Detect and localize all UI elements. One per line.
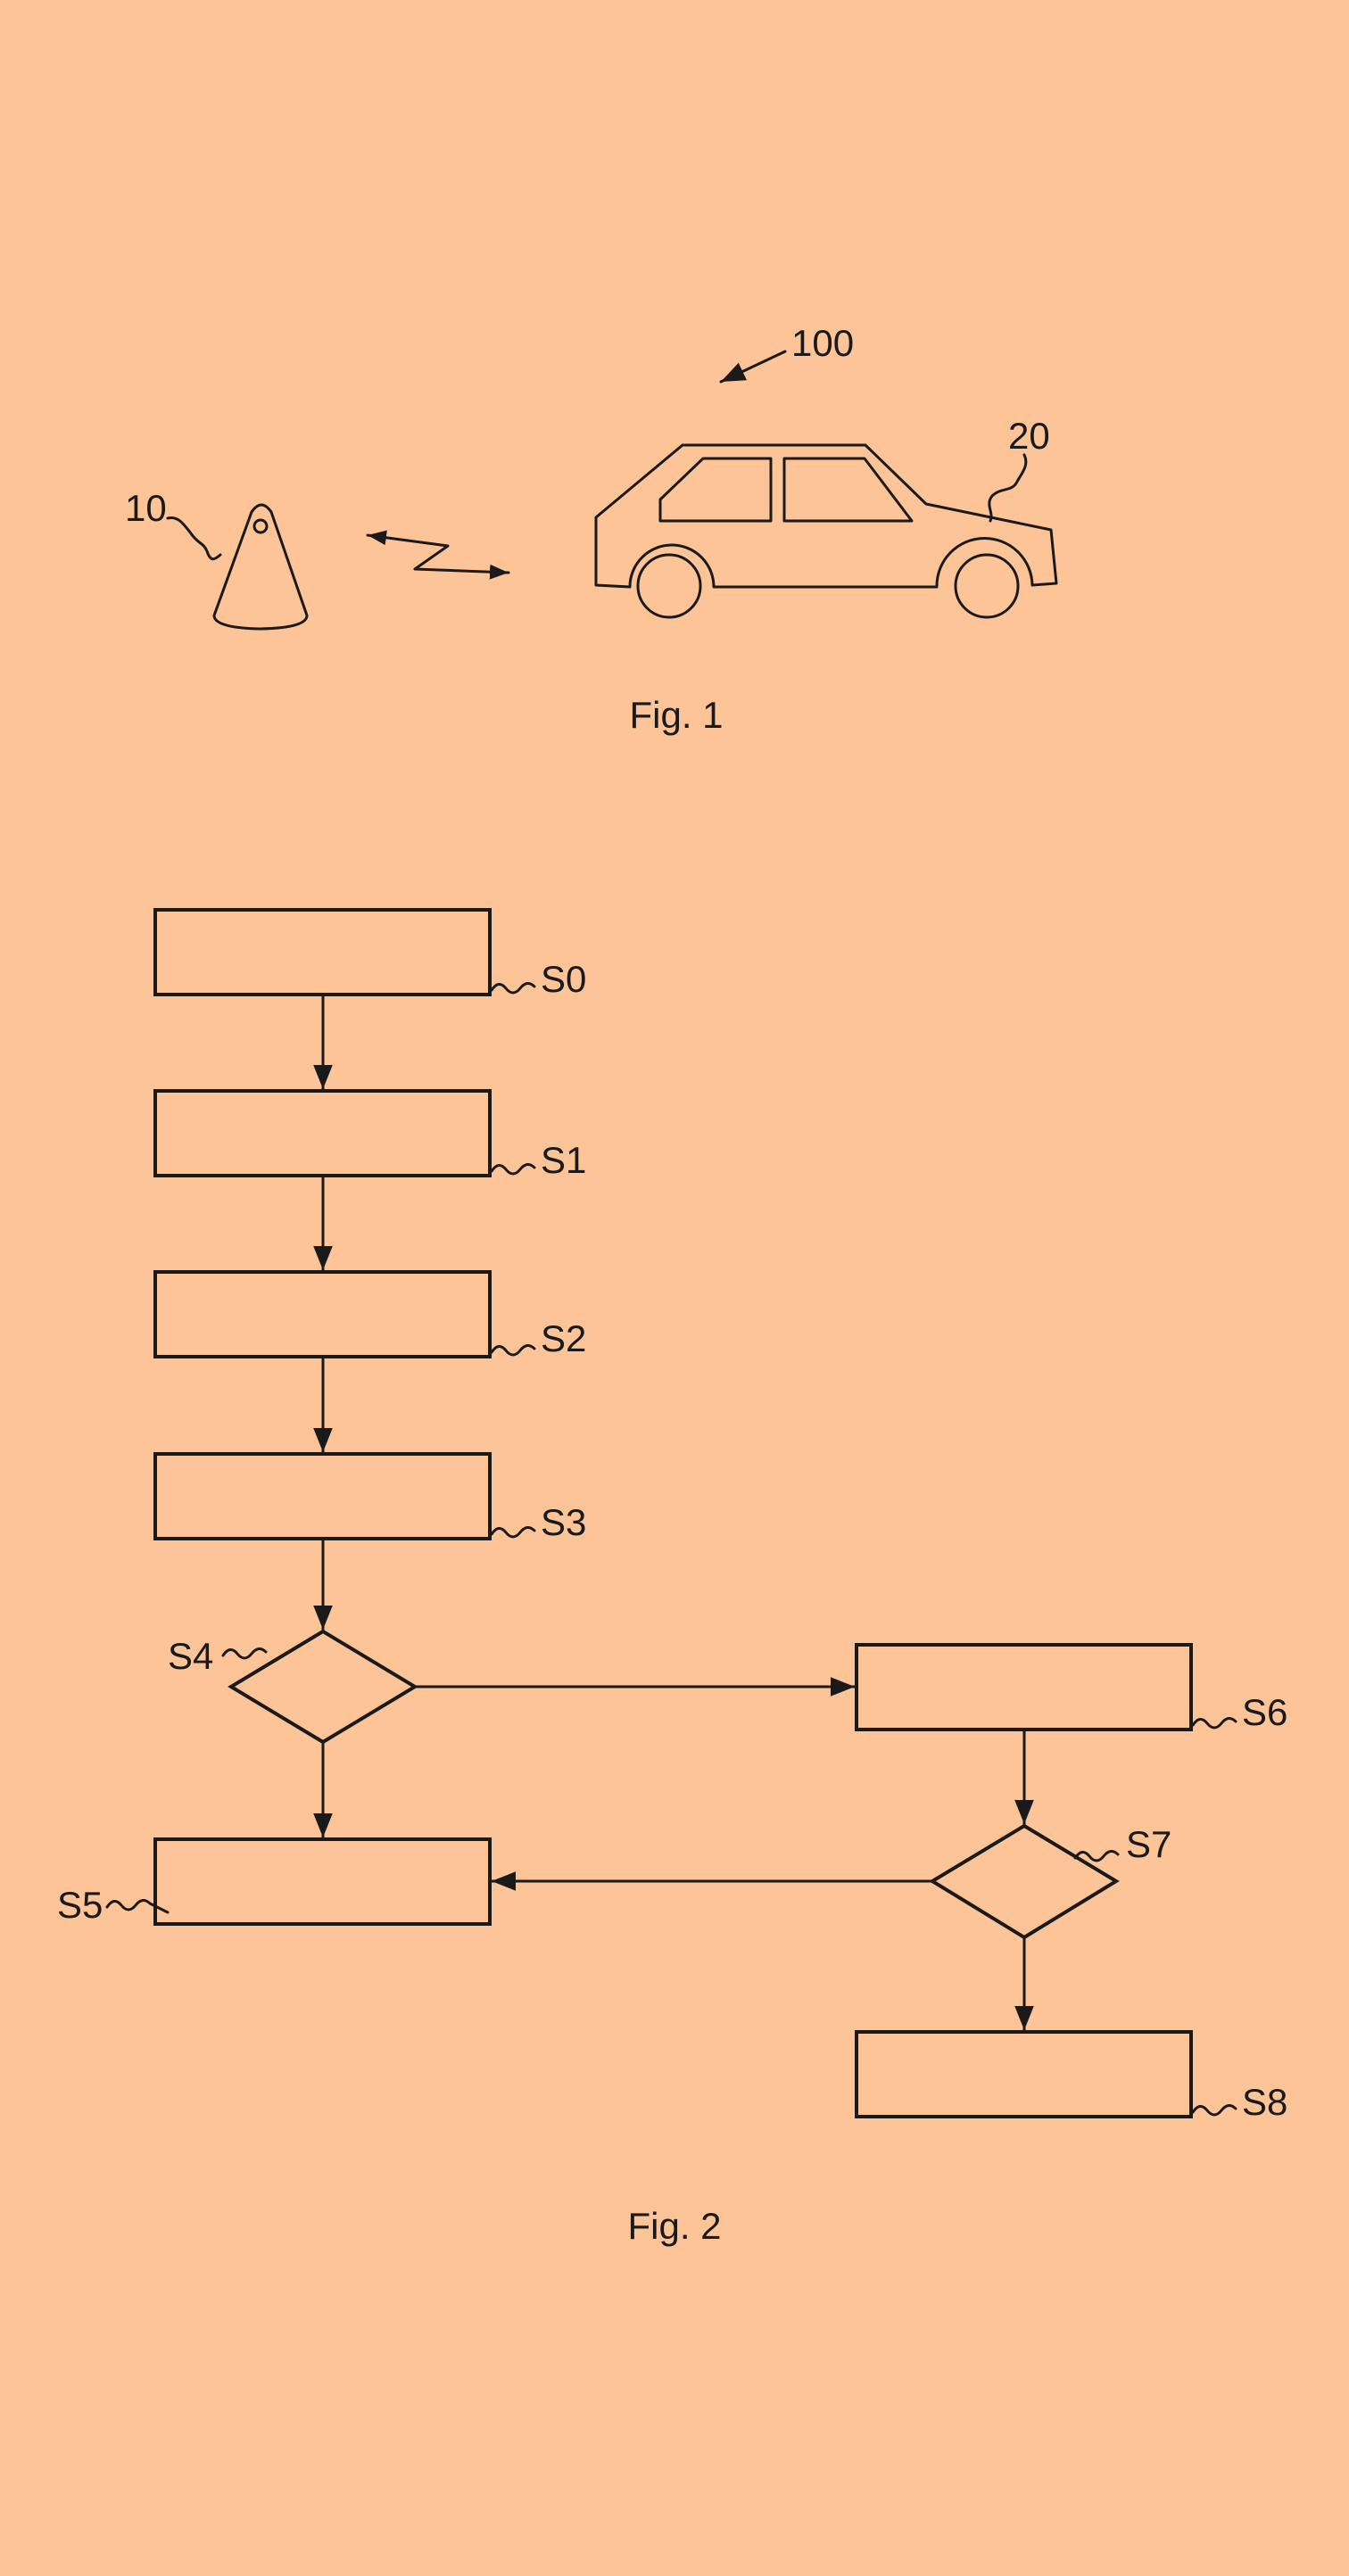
step-label-s0: S0 — [541, 958, 586, 1000]
step-label-s4: S4 — [168, 1635, 213, 1677]
leader-10 — [168, 517, 220, 558]
decision-diamond-s7 — [932, 1826, 1116, 1937]
step-box-s3 — [155, 1454, 490, 1539]
ref-numeral-10: 10 — [125, 487, 167, 529]
step-box-s8 — [857, 2032, 1191, 2117]
step-box-s1 — [155, 1091, 490, 1176]
leader-100 — [721, 351, 785, 382]
step-label-s3: S3 — [541, 1501, 586, 1543]
wireless-link-icon — [368, 535, 509, 573]
flow-arrows — [323, 995, 1024, 2030]
step-box-s0 — [155, 910, 490, 995]
figure-1: 100 10 20 Fig. 1 — [125, 322, 1056, 736]
step-label-s7: S7 — [1126, 1823, 1171, 1865]
figure-2-caption: Fig. 2 — [627, 2205, 721, 2247]
step-label-s6: S6 — [1242, 1691, 1287, 1733]
figure-1-caption: Fig. 1 — [629, 694, 723, 736]
vehicle-icon — [596, 445, 1056, 617]
step-label-s8: S8 — [1242, 2081, 1287, 2123]
step-box-s2 — [155, 1272, 490, 1357]
step-label-s5: S5 — [57, 1884, 103, 1926]
step-label-s2: S2 — [541, 1317, 586, 1359]
ref-numeral-20: 20 — [1008, 415, 1050, 457]
step-box-s6 — [857, 1645, 1191, 1730]
leader-20 — [989, 455, 1026, 521]
key-fob-icon — [214, 505, 307, 629]
step-label-s1: S1 — [541, 1139, 586, 1181]
figure-2-flowchart: S0 S1 S2 S3 S4 S5 S6 S7 S8 Fig. 2 — [57, 910, 1287, 2247]
step-box-s5 — [155, 1839, 490, 1924]
step-leaders — [107, 983, 1236, 2115]
ref-numeral-100: 100 — [791, 322, 854, 364]
